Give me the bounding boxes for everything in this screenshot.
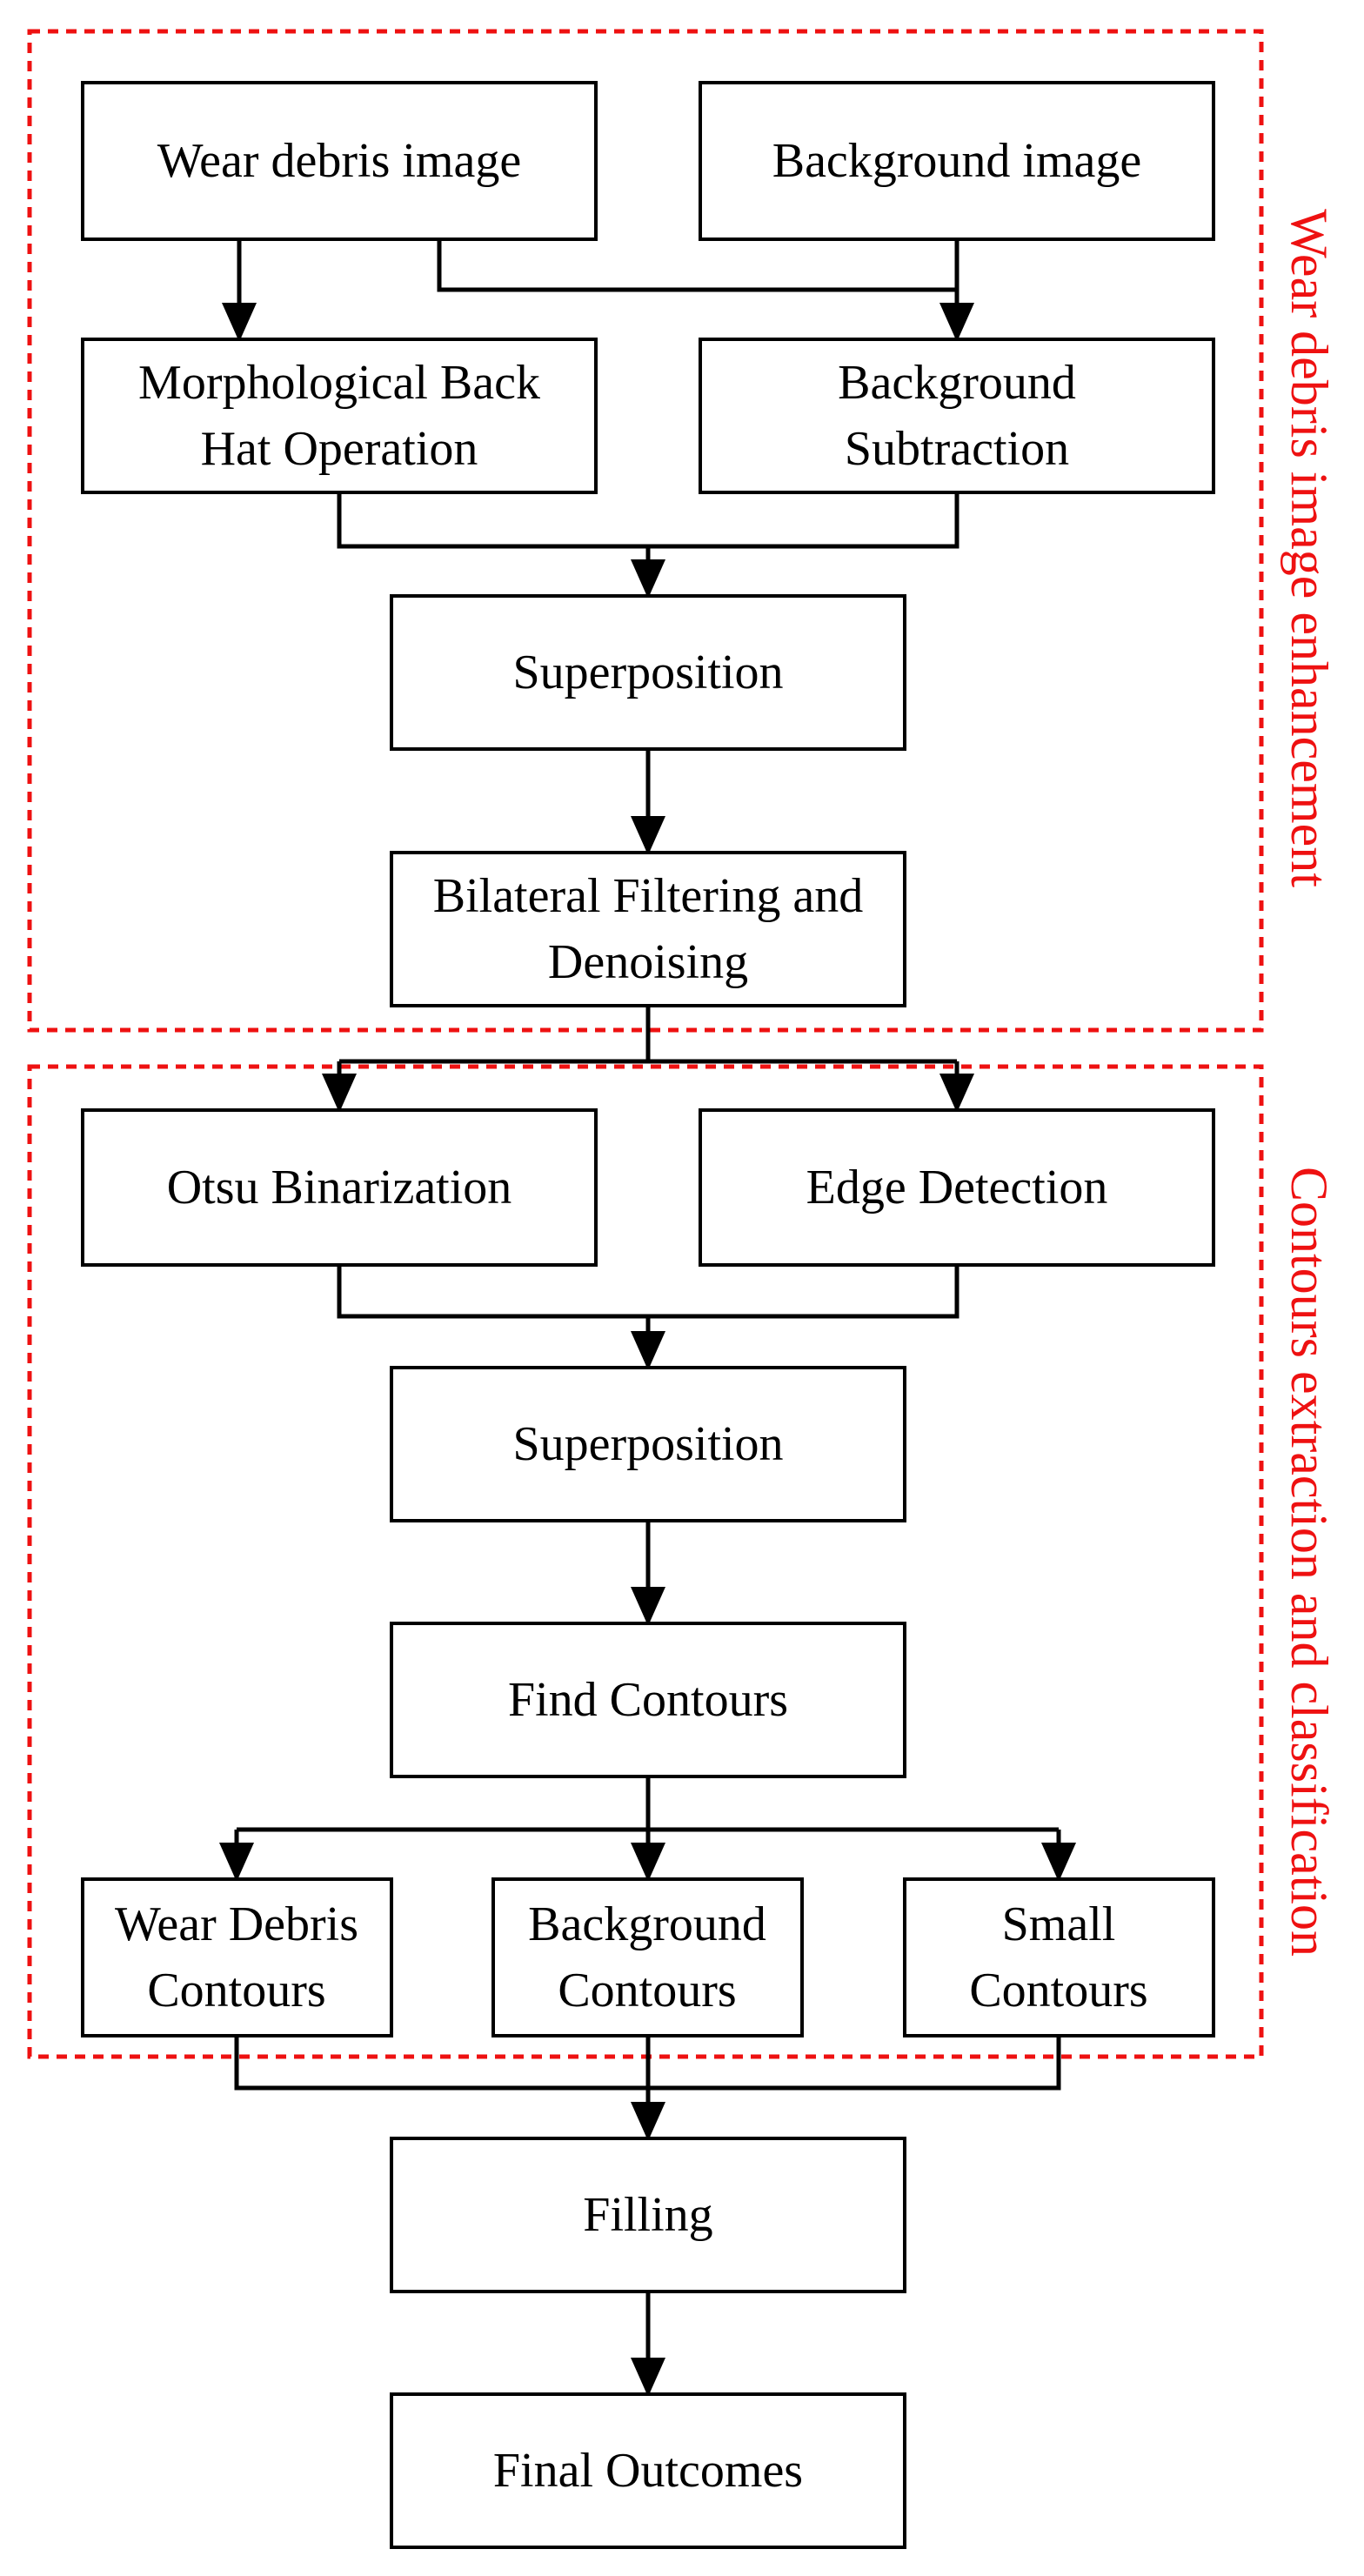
line-otsu-edge-merge — [337, 1265, 959, 1319]
region-enhancement-label: Wear debris image enhancement — [1280, 209, 1338, 887]
node-label: Contours — [969, 1964, 1147, 2017]
node-bilateral-filtering: Bilateral Filtering and Denoising — [390, 851, 906, 1007]
node-label: Find Contours — [508, 1673, 788, 1727]
node-background-contours: Background Contours — [491, 1877, 804, 2037]
line-morph-to-merge — [337, 492, 959, 549]
node-label: Wear debris image — [157, 134, 521, 188]
node-label: Denoising — [548, 935, 748, 989]
node-small-contours: Small Contours — [903, 1877, 1215, 2037]
node-morphological-back-hat: Morphological Back Hat Operation — [81, 338, 598, 494]
line-bilateral-split — [339, 1006, 957, 1064]
node-label: Otsu Binarization — [167, 1161, 512, 1214]
node-label: Contours — [147, 1964, 325, 2017]
node-label: Filling — [583, 2188, 712, 2242]
node-label: Edge Detection — [806, 1161, 1108, 1214]
node-label: Superposition — [512, 1417, 783, 1471]
node-otsu-binarization: Otsu Binarization — [81, 1108, 598, 1267]
node-label: Superposition — [512, 646, 783, 699]
node-final-outcomes: Final Outcomes — [390, 2392, 906, 2549]
node-background-subtraction: Background Subtraction — [699, 338, 1215, 494]
node-superposition-1: Superposition — [390, 594, 906, 751]
region-contours-label: Contours extraction and classification — [1280, 1167, 1338, 1957]
node-label: Subtraction — [845, 422, 1069, 476]
node-edge-detection: Edge Detection — [699, 1108, 1215, 1267]
node-wear-debris-image: Wear debris image — [81, 81, 598, 241]
node-label: Contours — [558, 1964, 736, 2017]
node-label: Background — [838, 356, 1076, 410]
node-wear-debris-contours: Wear Debris Contours — [81, 1877, 393, 2037]
node-label: Morphological Back — [138, 356, 540, 410]
node-label: Bilateral Filtering and — [433, 869, 864, 923]
connectors — [219, 239, 1076, 2397]
node-label: Final Outcomes — [493, 2444, 803, 2498]
line-image-to-subtraction — [437, 239, 957, 292]
node-background-image: Background image — [699, 81, 1215, 241]
node-label: Background — [528, 1897, 766, 1951]
node-label: Small — [1002, 1897, 1116, 1951]
node-label: Hat Operation — [201, 422, 478, 476]
node-label: Background image — [772, 134, 1142, 188]
node-label: Wear Debris — [115, 1897, 358, 1951]
line-find-split — [237, 1776, 1059, 1832]
node-filling: Filling — [390, 2137, 906, 2293]
node-superposition-2: Superposition — [390, 1366, 906, 1522]
node-find-contours: Find Contours — [390, 1622, 906, 1778]
region-contours — [27, 1064, 1264, 2059]
